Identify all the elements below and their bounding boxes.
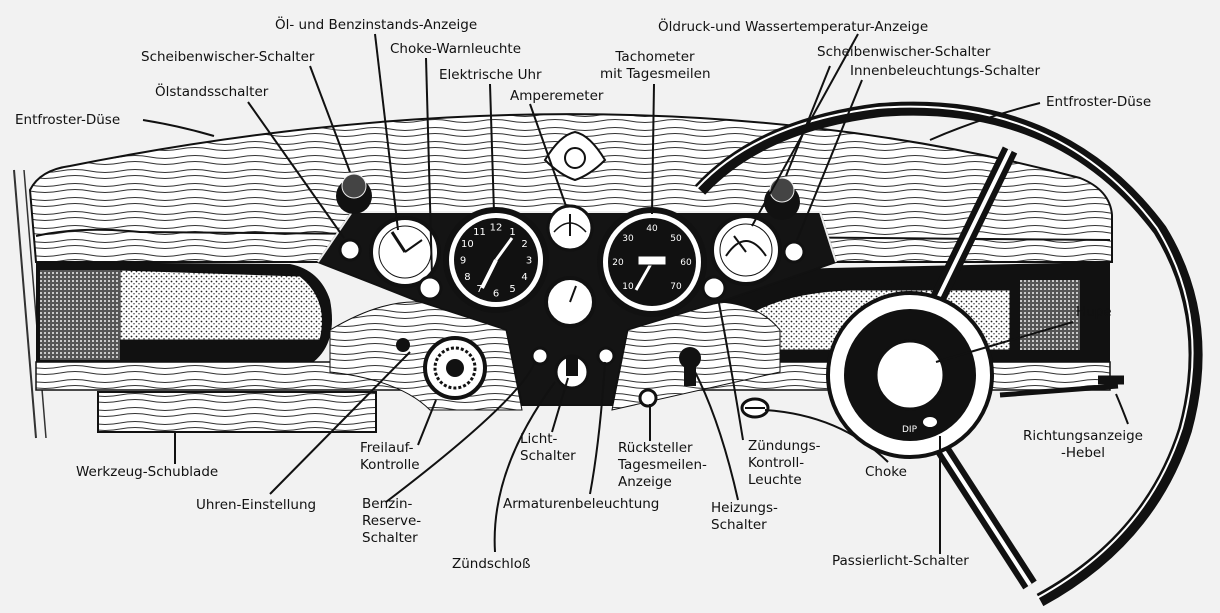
label-oelstandsschalter: Ölstandsschalter <box>155 84 269 100</box>
clock-numeral: 9 <box>460 256 466 267</box>
ignition-key <box>554 354 590 390</box>
steering-wheel: DIP <box>694 101 1203 607</box>
clock-numeral: 3 <box>526 256 532 267</box>
ignition-warning-lamp <box>701 275 727 301</box>
oil-pressure-water-gauge <box>710 214 782 286</box>
ammeter <box>546 204 594 252</box>
label-entfroster-links: Entfroster-Düse <box>15 112 121 128</box>
label-entfroster-rechts: Entfroster-Düse <box>1046 94 1152 110</box>
fuel-reserve-knob <box>423 336 487 400</box>
bonnet-mascot <box>543 130 607 182</box>
label-scheibenwischer-links: Scheibenwischer-Schalter <box>141 49 315 65</box>
oil-level-switch <box>338 238 362 262</box>
speedo-numeral: 30 <box>622 234 634 244</box>
speedo-numeral: 70 <box>670 282 682 292</box>
choke-warning-lamp <box>417 275 443 301</box>
label-amperemeter: Amperemeter <box>510 88 604 104</box>
label-freilauf: Freilauf-Kontrolle <box>360 440 420 473</box>
clock-numeral: 2 <box>521 239 527 250</box>
clock-numeral: 10 <box>461 239 474 250</box>
interior-light-switch <box>782 240 806 264</box>
speedo-numeral: 10 <box>622 282 634 292</box>
leader-lines <box>142 33 1129 554</box>
label-uhren-einstellung: Uhren-Einstellung <box>196 497 317 513</box>
label-innenbeleuchtung: Innenbeleuchtungs-Schalter <box>850 63 1041 79</box>
label-choke-warnleuchte: Choke-Warnleuchte <box>390 41 522 57</box>
clock-numeral: 12 <box>490 223 503 234</box>
dashboard-cowl <box>28 113 1113 263</box>
label-licht-schalter: Licht-Schalter <box>520 431 576 464</box>
label-armaturenbeleuchtung: Armaturenbeleuchtung <box>503 496 660 512</box>
oil-fuel-gauge <box>369 216 441 288</box>
windscreen-pillar <box>13 169 47 439</box>
label-heizungs: Heizungs-Schalter <box>711 500 778 533</box>
speedo-numeral: 50 <box>670 234 682 244</box>
heater-switch <box>679 347 701 386</box>
freewheel-knob <box>396 338 410 352</box>
label-choke: Choke <box>865 464 907 480</box>
light-switch <box>530 346 550 366</box>
heater-dial <box>544 276 596 328</box>
speedometer: 10 20 30 40 50 60 70 <box>597 207 707 317</box>
label-elektrische-uhr: Elektrische Uhr <box>439 67 542 83</box>
clock-numeral: 4 <box>521 272 527 283</box>
choke-knob <box>740 397 770 419</box>
label-oeldruck-wasser-anzeige: Öldruck-und Wassertemperatur-Anzeige <box>658 19 929 35</box>
tool-drawer <box>97 391 377 433</box>
clock-numeral: 7 <box>476 284 482 295</box>
wiper-switch-left <box>336 173 372 214</box>
speedo-numeral: 40 <box>646 224 658 234</box>
clock-numeral: 5 <box>509 284 515 295</box>
label-scheibenwischer-rechts: Scheibenwischer-Schalter <box>817 44 991 60</box>
clock-numeral: 11 <box>473 227 486 238</box>
clock-numeral: 6 <box>493 289 499 300</box>
label-hupe: Hupe <box>1076 304 1112 320</box>
panel-light-switch <box>596 346 616 366</box>
clock-numeral: 1 <box>509 227 515 238</box>
svg-text:DIP: DIP <box>902 425 918 435</box>
label-zuendungs-kontroll: Zündungs-Kontroll-Leuchte <box>748 438 821 488</box>
label-oel-benzin-anzeige: Öl- und Benzinstands-Anzeige <box>275 17 478 33</box>
label-passierlicht: Passierlicht-Schalter <box>832 553 969 569</box>
trip-reset <box>638 388 658 408</box>
label-benzin-reserve: Benzin-Reserve-Schalter <box>362 496 422 546</box>
clock-numeral: 8 <box>464 272 470 283</box>
label-zuendschloss: Zündschloß <box>452 556 531 572</box>
speedo-numeral: 20 <box>612 258 624 268</box>
speedo-numeral: 60 <box>680 258 692 268</box>
label-richtungsanzeige: Richtungsanzeige-Hebel <box>1023 428 1143 461</box>
label-werkzeug: Werkzeug-Schublade <box>76 464 219 480</box>
